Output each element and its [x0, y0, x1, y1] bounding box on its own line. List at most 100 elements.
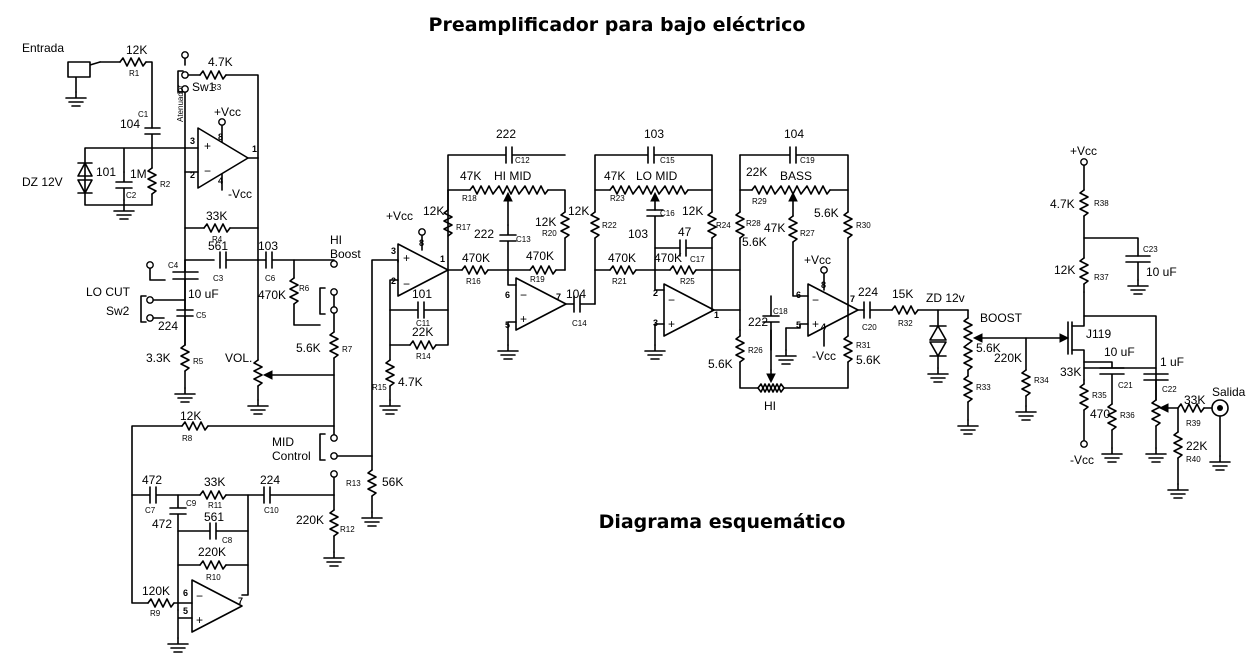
svg-text:+: +: [196, 613, 203, 627]
hi-mid-label: HI MID: [494, 169, 532, 183]
svg-text:47K: 47K: [604, 169, 625, 183]
svg-text:R13: R13: [346, 479, 361, 488]
mid-control-label: MID: [272, 435, 294, 449]
svg-text:1: 1: [714, 310, 719, 320]
svg-text:4.7K: 4.7K: [208, 55, 233, 69]
svg-text:12K: 12K: [682, 204, 703, 218]
svg-text:222: 222: [748, 315, 768, 329]
svg-text:47K: 47K: [764, 221, 785, 235]
svg-text:5.6K: 5.6K: [708, 357, 733, 371]
svg-text:472: 472: [152, 517, 172, 531]
svg-text:R19: R19: [530, 275, 545, 284]
svg-text:5: 5: [183, 606, 188, 616]
boost-label: BOOST: [980, 311, 1023, 325]
svg-text:5.6K: 5.6K: [742, 235, 767, 249]
dz1-label: DZ 12V: [22, 175, 63, 189]
svg-text:1: 1: [440, 254, 445, 264]
svg-text:1M: 1M: [130, 167, 147, 181]
svg-text:C11: C11: [416, 319, 431, 328]
svg-text:224: 224: [260, 473, 280, 487]
lo-mid-label: LO MID: [636, 169, 678, 183]
svg-text:R23: R23: [610, 194, 625, 203]
svg-text:+: +: [668, 317, 675, 331]
svg-text:7: 7: [238, 596, 243, 606]
svg-text:R22: R22: [602, 221, 617, 230]
svg-text:120K: 120K: [142, 584, 170, 598]
svg-text:561: 561: [208, 239, 228, 253]
svg-text:470K: 470K: [654, 251, 682, 265]
svg-text:R8: R8: [182, 434, 193, 443]
svg-text:R10: R10: [206, 573, 221, 582]
svg-text:C9: C9: [186, 499, 197, 508]
svg-text:C17: C17: [690, 255, 705, 264]
hi-label: HI: [764, 399, 776, 413]
sw1-label: Sw1: [192, 80, 216, 94]
svg-text:+: +: [403, 251, 410, 265]
lo-cut-label: LO CUT: [86, 285, 131, 299]
hi-boost-label-2: Boost: [330, 247, 361, 261]
vcc-label-u3: +Vcc: [386, 209, 413, 223]
svg-text:472: 472: [142, 473, 162, 487]
svg-text:4: 4: [821, 322, 826, 332]
svg-text:2: 2: [653, 288, 658, 298]
svg-text:56K: 56K: [382, 475, 403, 489]
svg-text:R15: R15: [372, 383, 387, 392]
svg-text:R6: R6: [299, 284, 310, 293]
svg-text:222: 222: [474, 227, 494, 241]
svg-text:R35: R35: [1092, 391, 1107, 400]
svg-text:−: −: [196, 589, 203, 603]
svg-text:C10: C10: [264, 506, 279, 515]
sw1-sublabel: Atenuador: [176, 85, 185, 122]
svg-text:5.6K: 5.6K: [814, 206, 839, 220]
svg-text:R34: R34: [1034, 376, 1049, 385]
svg-text:103: 103: [628, 227, 648, 241]
svg-text:4: 4: [218, 176, 223, 186]
svg-text:224: 224: [158, 319, 178, 333]
svg-text:C4: C4: [168, 261, 179, 270]
svg-text:R3: R3: [211, 83, 222, 92]
svg-text:C23: C23: [1143, 245, 1158, 254]
svg-text:12K: 12K: [126, 43, 147, 57]
svg-text:R33: R33: [976, 383, 991, 392]
vee-label-u6: -Vcc: [812, 349, 836, 363]
svg-text:R16: R16: [466, 277, 481, 286]
svg-text:R25: R25: [680, 277, 695, 286]
svg-text:104: 104: [120, 117, 140, 131]
svg-text:−: −: [520, 288, 527, 302]
svg-text:47: 47: [678, 225, 692, 239]
svg-text:1 uF: 1 uF: [1160, 355, 1184, 369]
mid-control-label-2: Control: [272, 449, 311, 463]
svg-text:+: +: [520, 312, 527, 326]
svg-text:5: 5: [796, 320, 801, 330]
svg-text:470K: 470K: [462, 251, 490, 265]
vcc-label-u1: +Vcc: [214, 105, 241, 119]
svg-text:103: 103: [258, 239, 278, 253]
svg-text:R40: R40: [1186, 455, 1201, 464]
svg-text:561: 561: [204, 510, 224, 524]
svg-text:3.3K: 3.3K: [146, 351, 171, 365]
svg-text:3: 3: [653, 318, 658, 328]
svg-text:C20: C20: [862, 323, 877, 332]
svg-text:22K: 22K: [1186, 439, 1207, 453]
svg-text:C14: C14: [572, 319, 587, 328]
svg-text:5.6K: 5.6K: [976, 341, 1001, 355]
svg-text:12K: 12K: [535, 215, 556, 229]
svg-text:8: 8: [218, 132, 223, 142]
svg-text:33K: 33K: [204, 475, 225, 489]
svg-text:R17: R17: [456, 223, 471, 232]
svg-text:7: 7: [850, 294, 855, 304]
svg-text:12K: 12K: [568, 204, 589, 218]
svg-text:+: +: [812, 317, 819, 331]
svg-text:−: −: [668, 293, 675, 307]
svg-text:22K: 22K: [746, 165, 767, 179]
svg-text:4.7K: 4.7K: [1050, 197, 1075, 211]
svg-text:C13: C13: [516, 235, 531, 244]
svg-text:104: 104: [566, 287, 586, 301]
svg-text:C12: C12: [515, 156, 530, 165]
sw2-label: Sw2: [106, 304, 130, 318]
svg-text:R30: R30: [856, 221, 871, 230]
svg-text:C5: C5: [196, 311, 207, 320]
svg-text:R26: R26: [748, 346, 763, 355]
svg-text:R29: R29: [752, 197, 767, 206]
